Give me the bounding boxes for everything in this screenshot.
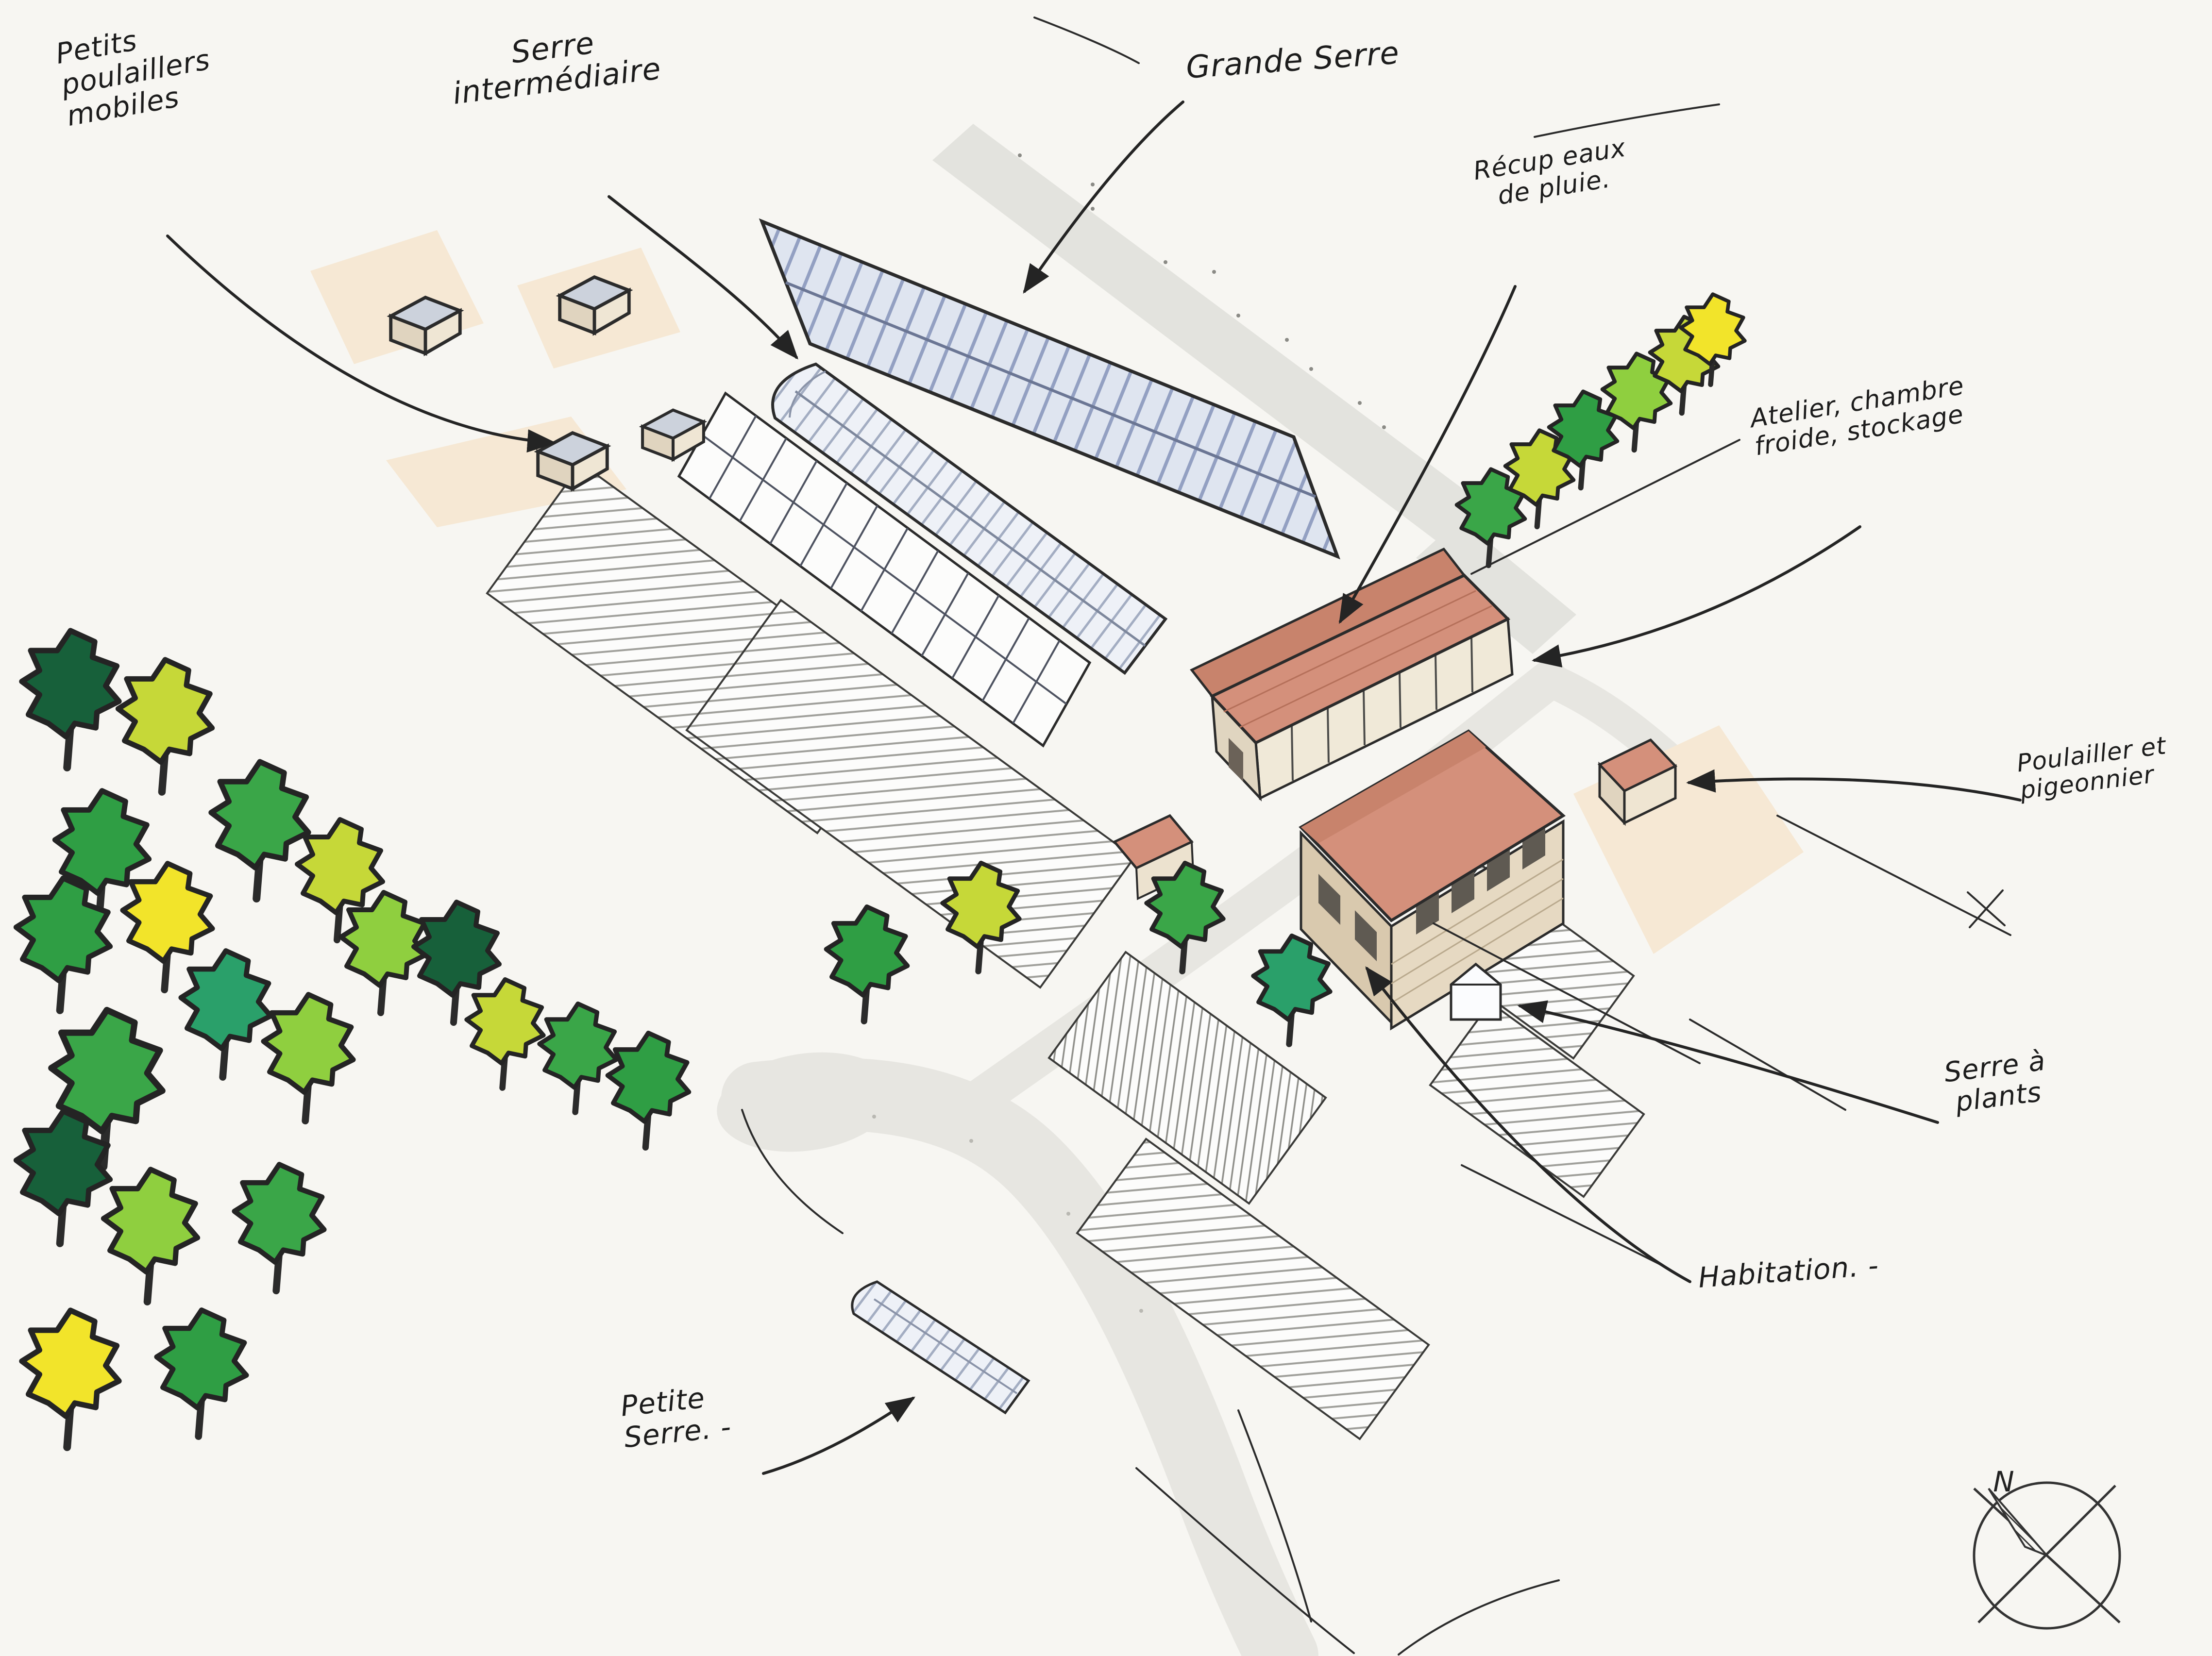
tree — [467, 979, 543, 1087]
arrow-serre-intermediaire — [608, 195, 798, 360]
tree-row-northeast — [1457, 294, 1745, 566]
garden-beds — [486, 462, 1645, 1440]
gravel-speckles — [872, 153, 1386, 1313]
serre-a-plants — [1450, 962, 1502, 1021]
serre-intermediaire — [771, 362, 1168, 675]
tree — [608, 1033, 689, 1148]
small-shed — [1113, 814, 1195, 901]
tree — [22, 1310, 119, 1447]
grande-serre — [759, 218, 1340, 560]
arrow-recup-eaux — [1339, 285, 1517, 624]
arrow-habitation — [1365, 966, 1691, 1283]
sketch-lines — [741, 17, 2011, 1656]
petite-serre — [851, 1280, 1030, 1415]
tree — [540, 1004, 616, 1112]
arrow-petite-serre — [762, 1396, 915, 1475]
tree — [264, 994, 354, 1121]
tree — [22, 631, 119, 768]
arrow-atelier — [1532, 525, 1861, 668]
tree — [103, 1170, 197, 1302]
tree — [181, 951, 271, 1077]
tree — [235, 1164, 324, 1290]
label-serre-a-plants: Serre à plants — [1942, 1045, 2047, 1118]
tree — [118, 660, 212, 792]
tree — [157, 1310, 247, 1436]
compass-north-label: N — [1993, 1465, 2014, 1498]
tree — [211, 762, 308, 899]
arrow-poulailler — [1686, 769, 2022, 802]
tree — [1253, 936, 1330, 1044]
atelier-building — [1190, 547, 1514, 802]
tree — [16, 878, 110, 1010]
compass-needle — [1988, 1488, 2048, 1556]
tree-cluster-left — [16, 631, 689, 1447]
label-petite-serre: Petite Serre. - — [619, 1381, 733, 1455]
compass-rose: N — [1973, 1465, 2121, 1630]
annotation-arrows — [166, 100, 2022, 1475]
tree — [341, 892, 426, 1013]
gravel-strip — [932, 124, 1576, 654]
arrow-grande-serre — [1023, 100, 1184, 294]
tree — [16, 1111, 110, 1243]
arrow-petits-poulaillers — [166, 234, 557, 453]
pigeonnier-hut — [1597, 738, 1678, 826]
tree — [826, 907, 907, 1021]
arrow-serre-a-plants — [1517, 1000, 1939, 1124]
